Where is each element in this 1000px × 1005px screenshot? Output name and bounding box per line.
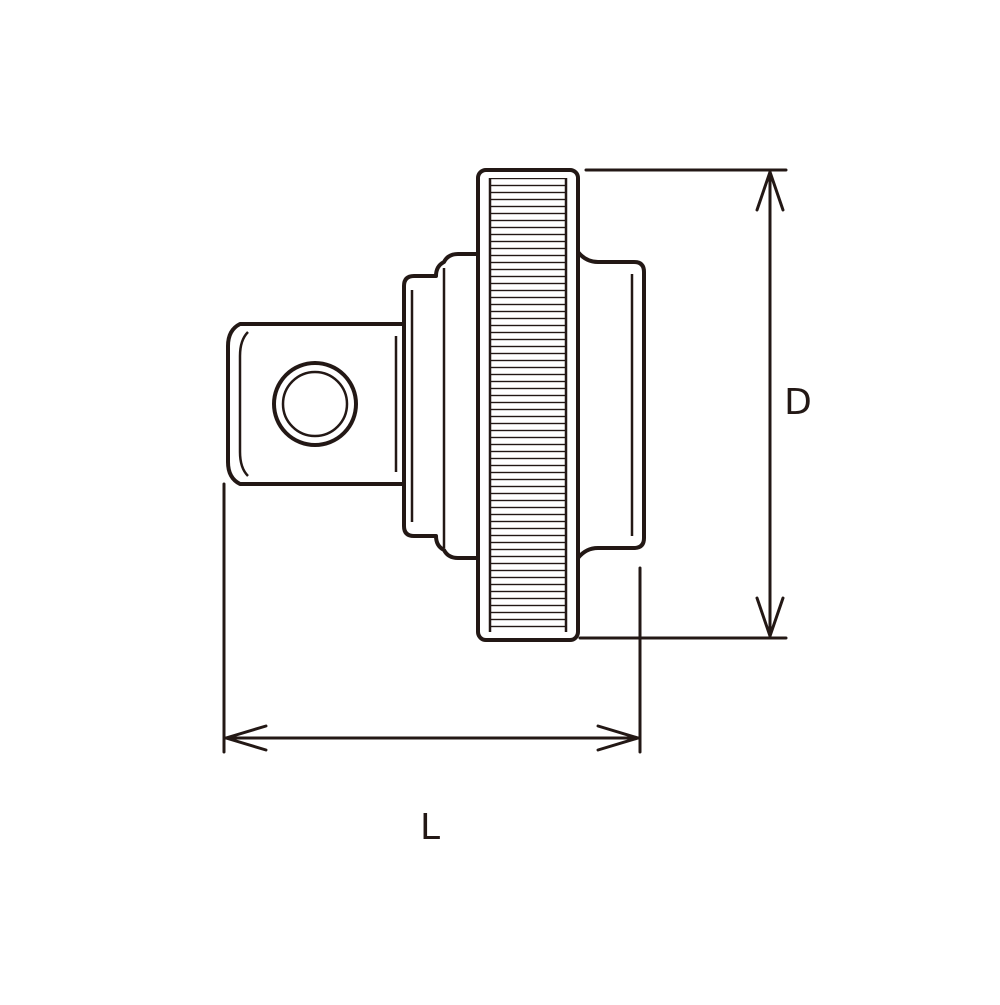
knurled-ring [476,168,580,642]
dimension-l-label: L [419,807,441,848]
dimension-d [578,168,788,640]
square-drive [226,322,404,486]
dimension-d-label: D [784,382,812,423]
dimension-l [222,482,642,754]
detent-ball [272,361,358,447]
rear-body [576,250,646,560]
neck-collar [402,252,480,560]
